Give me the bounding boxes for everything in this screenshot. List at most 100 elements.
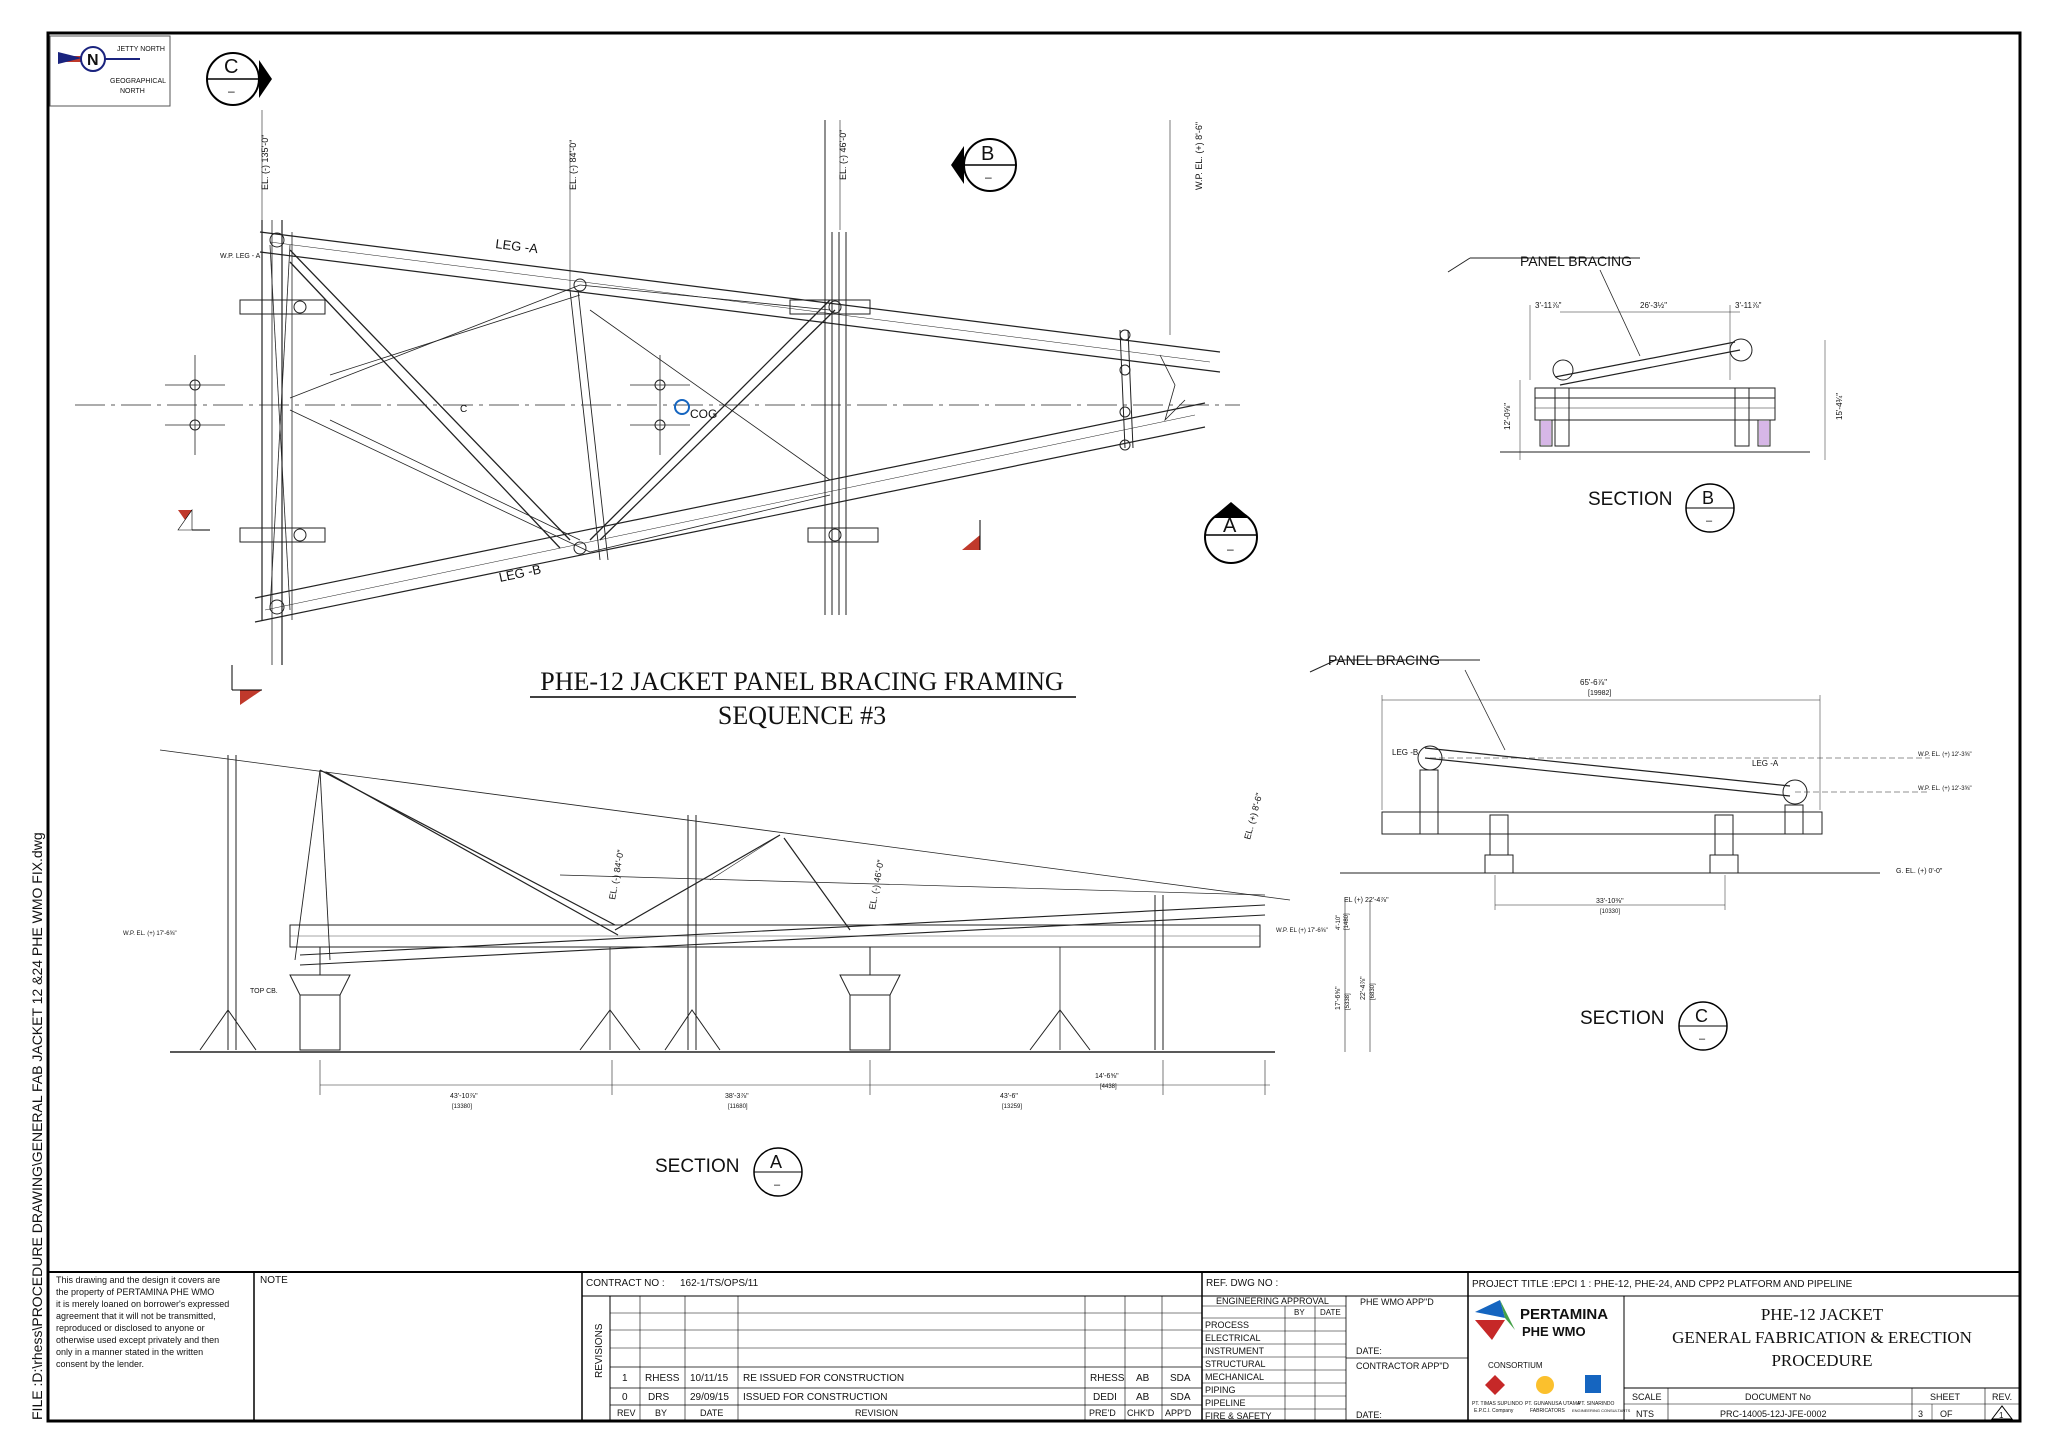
svg-text:C: C bbox=[1695, 1006, 1708, 1026]
svg-text:REV: REV bbox=[617, 1408, 636, 1418]
svg-text:agreement that it will not be: agreement that it will not be transmitte… bbox=[56, 1311, 216, 1321]
svg-text:ELECTRICAL: ELECTRICAL bbox=[1205, 1333, 1261, 1343]
svg-text:[11680]: [11680] bbox=[728, 1104, 748, 1110]
svg-text:NOTE: NOTE bbox=[260, 1275, 288, 1286]
svg-text:BY: BY bbox=[1294, 1308, 1305, 1317]
svg-text:ENGINEERING CONSULTANTS: ENGINEERING CONSULTANTS bbox=[1572, 1408, 1631, 1413]
svg-text:PANEL BRACING: PANEL BRACING bbox=[1328, 652, 1440, 668]
svg-text:10/11/15: 10/11/15 bbox=[690, 1373, 729, 1384]
svg-text:SEQUENCE #3: SEQUENCE #3 bbox=[718, 701, 886, 730]
svg-text:22'-4⅞": 22'-4⅞" bbox=[1360, 976, 1367, 1000]
north-jetty: JETTY NORTH bbox=[117, 46, 165, 53]
section-c-view bbox=[1309, 659, 1930, 910]
consortium-logos bbox=[1485, 1375, 1601, 1395]
svg-text:reproduced or disclosed to any: reproduced or disclosed to anyone or bbox=[56, 1323, 205, 1333]
svg-text:G. EL. (+) 0'-0": G. EL. (+) 0'-0" bbox=[1896, 868, 1943, 875]
svg-text:DRS: DRS bbox=[648, 1392, 669, 1403]
svg-text:only in a manner stated in the: only in a manner stated in the written bbox=[56, 1347, 203, 1357]
svg-text:0: 0 bbox=[622, 1392, 628, 1403]
svg-text:FIRE & SAFETY: FIRE & SAFETY bbox=[1205, 1411, 1272, 1421]
svg-text:1: 1 bbox=[1999, 1411, 2004, 1420]
sheet-border bbox=[46, 31, 2022, 1423]
svg-text:it is merely loaned on borrowe: it is merely loaned on borrower's expres… bbox=[56, 1299, 229, 1309]
svg-text:PT. GUNANUSA UTAMA: PT. GUNANUSA UTAMA bbox=[1525, 1401, 1581, 1407]
svg-text:SDA: SDA bbox=[1170, 1373, 1191, 1384]
svg-text:FABRICATORS: FABRICATORS bbox=[1530, 1408, 1565, 1414]
svg-text:15'-4¾": 15'-4¾" bbox=[1835, 393, 1844, 420]
svg-text:C: C bbox=[460, 404, 467, 415]
svg-text:–: – bbox=[1699, 1033, 1706, 1045]
north-geo1: GEOGRAPHICAL bbox=[110, 78, 166, 85]
svg-text:PT. SINARINDO: PT. SINARINDO bbox=[1578, 1401, 1615, 1407]
svg-text:3: 3 bbox=[1918, 1409, 1923, 1419]
svg-text:W.P. LEG - A: W.P. LEG - A bbox=[220, 253, 261, 260]
svg-text:PIPING: PIPING bbox=[1205, 1385, 1236, 1395]
north-geo2: NORTH bbox=[120, 88, 145, 95]
svg-text:33'-10⅜": 33'-10⅜" bbox=[1596, 898, 1624, 905]
svg-text:COG: COG bbox=[690, 407, 717, 421]
svg-text:TOP CB.: TOP CB. bbox=[250, 988, 278, 995]
svg-text:CONTRACTOR APP"D: CONTRACTOR APP"D bbox=[1356, 1361, 1450, 1371]
svg-text:[1480]: [1480] bbox=[1344, 913, 1350, 930]
section-c-labels: PANEL BRACING 65'-6⅞" [19982] LEG -B LEG… bbox=[1328, 652, 1972, 1051]
svg-text:DATE:: DATE: bbox=[1356, 1346, 1382, 1356]
svg-text:STRUCTURAL: STRUCTURAL bbox=[1205, 1359, 1266, 1369]
svg-text:65'-6⅞": 65'-6⅞" bbox=[1580, 678, 1607, 687]
plan-labels: EL. (-) 135'-0" EL. (-) 84'-0" EL. (-) 4… bbox=[220, 122, 1204, 585]
svg-text:RHESS: RHESS bbox=[645, 1373, 680, 1384]
svg-text:43'-6": 43'-6" bbox=[1000, 1093, 1018, 1100]
section-marker-a: A – bbox=[1204, 502, 1258, 564]
svg-text:43'-10⅞": 43'-10⅞" bbox=[450, 1093, 478, 1100]
svg-text:C: C bbox=[224, 56, 238, 78]
svg-text:REF. DWG NO :: REF. DWG NO : bbox=[1206, 1278, 1278, 1289]
svg-text:PROCESS: PROCESS bbox=[1205, 1320, 1249, 1330]
svg-text:W.P. EL (+) 17'-6⅝": W.P. EL (+) 17'-6⅝" bbox=[1276, 928, 1328, 934]
svg-text:DATE: DATE bbox=[1320, 1308, 1341, 1317]
svg-text:–: – bbox=[985, 170, 992, 184]
svg-text:PANEL BRACING: PANEL BRACING bbox=[1520, 253, 1632, 269]
svg-text:PERTAMINA: PERTAMINA bbox=[1520, 1306, 1608, 1323]
svg-text:PROJECT TITLE :: PROJECT TITLE : bbox=[1472, 1279, 1554, 1290]
svg-text:RE ISSUED FOR CONSTRUCTION: RE ISSUED FOR CONSTRUCTION bbox=[743, 1373, 904, 1384]
main-title: PHE-12 JACKET PANEL BRACING FRAMING SEQU… bbox=[530, 667, 1076, 730]
svg-text:EL. (-) 135'-0": EL. (-) 135'-0" bbox=[260, 135, 270, 190]
svg-text:otherwise used except privatel: otherwise used except privately and then bbox=[56, 1335, 219, 1345]
svg-text:SECTION: SECTION bbox=[655, 1156, 739, 1177]
svg-text:[4438]: [4438] bbox=[1100, 1084, 1117, 1090]
svg-text:3'-11⅞": 3'-11⅞" bbox=[1735, 301, 1762, 310]
svg-text:MECHANICAL: MECHANICAL bbox=[1205, 1372, 1264, 1382]
svg-text:SCALE: SCALE bbox=[1632, 1392, 1662, 1402]
svg-text:EL. (-) 84'-0": EL. (-) 84'-0" bbox=[568, 140, 578, 190]
svg-text:SECTION: SECTION bbox=[1588, 489, 1672, 510]
north-letter: N bbox=[87, 52, 99, 69]
plan-view bbox=[75, 110, 1240, 665]
svg-text:PHE WMO APP"D: PHE WMO APP"D bbox=[1360, 1297, 1434, 1307]
svg-text:LEG -A: LEG -A bbox=[495, 236, 539, 256]
svg-text:the property of PERTAMINA PHE: the property of PERTAMINA PHE WMO bbox=[56, 1287, 214, 1297]
svg-text:DATE: DATE bbox=[700, 1408, 723, 1418]
svg-text:SDA: SDA bbox=[1170, 1392, 1191, 1403]
svg-text:AB: AB bbox=[1136, 1373, 1150, 1384]
svg-text:B: B bbox=[981, 143, 994, 165]
svg-text:[5338]: [5338] bbox=[1345, 993, 1351, 1010]
title-block-text: This drawing and the design it covers ar… bbox=[56, 1275, 2014, 1421]
svg-text:W.P. EL. (+) 12'-3⅝": W.P. EL. (+) 12'-3⅝" bbox=[1918, 786, 1972, 792]
svg-text:3'-11⅞": 3'-11⅞" bbox=[1535, 301, 1562, 310]
view-arrows bbox=[177, 509, 981, 705]
svg-text:APP'D: APP'D bbox=[1165, 1408, 1192, 1418]
svg-text:4'-10": 4'-10" bbox=[1336, 915, 1342, 930]
svg-text:12'-0⅝": 12'-0⅝" bbox=[1503, 403, 1512, 430]
svg-text:DEDI: DEDI bbox=[1093, 1392, 1117, 1403]
svg-text:B: B bbox=[1702, 488, 1714, 508]
svg-text:–: – bbox=[228, 84, 235, 98]
svg-text:ISSUED FOR CONSTRUCTION: ISSUED FOR CONSTRUCTION bbox=[743, 1392, 887, 1403]
svg-text:DATE:: DATE: bbox=[1356, 1410, 1382, 1420]
svg-text:PRE'D: PRE'D bbox=[1089, 1408, 1116, 1418]
svg-text:W.P. EL. (+) 17'-6⅝": W.P. EL. (+) 17'-6⅝" bbox=[123, 931, 177, 937]
svg-text:LEG -B: LEG -B bbox=[1392, 748, 1418, 757]
svg-text:PROCEDURE: PROCEDURE bbox=[1771, 1351, 1872, 1370]
svg-text:1: 1 bbox=[622, 1373, 628, 1384]
svg-text:REV.: REV. bbox=[1992, 1392, 2012, 1402]
